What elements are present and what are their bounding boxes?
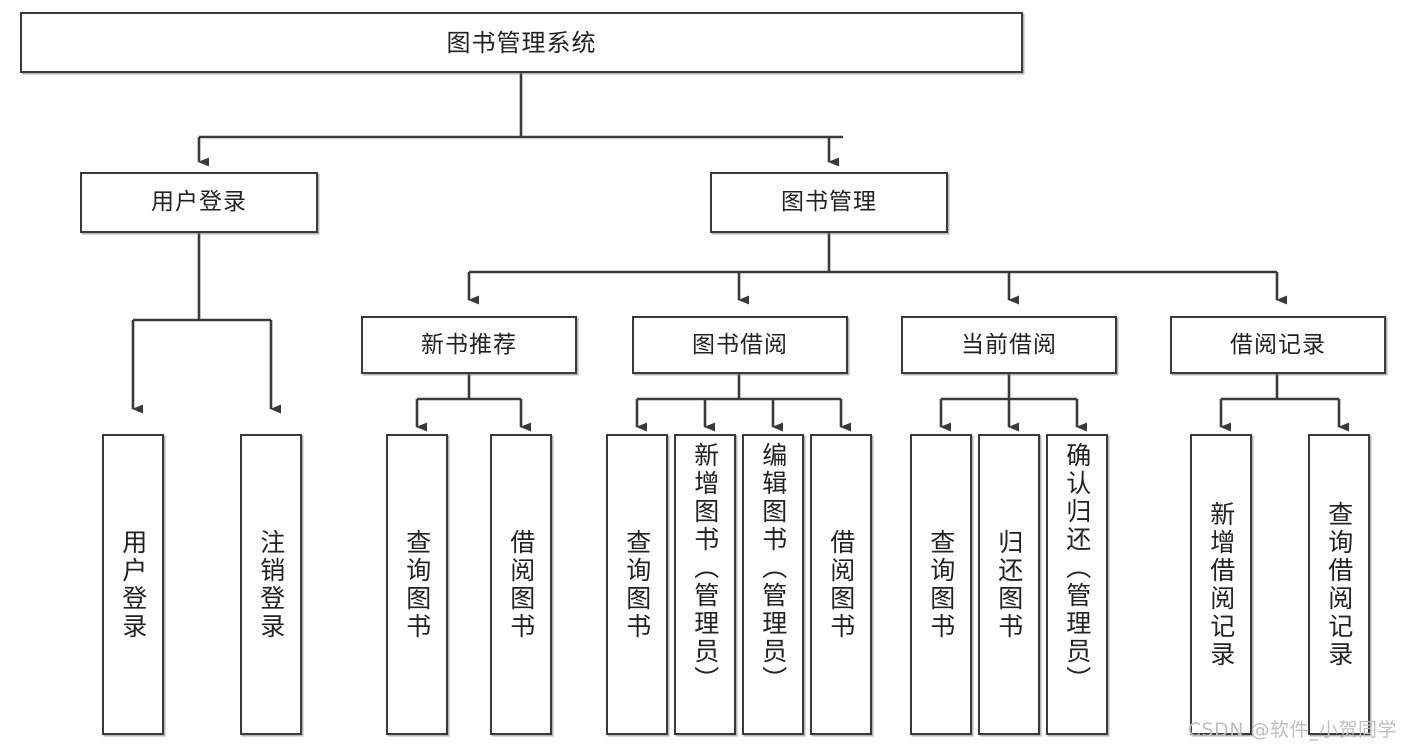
node-book-management[interactable]: 图书管理 [710,172,948,233]
node-book-borrow[interactable]: 图书借阅 [632,316,848,374]
node-root-label: 图书管理系统 [446,28,597,57]
leaf-query-book-newbook[interactable]: 查询图书 [386,434,448,735]
leaf-edit-book-admin[interactable]: 编辑图书（管理员） [742,434,804,735]
leaf-borrow-book-newbook[interactable]: 借阅图书 [490,434,552,735]
leaf-user-login[interactable]: 用户登录 [102,434,164,735]
node-book-borrow-label: 图书借阅 [692,331,788,358]
leaf-add-book-admin[interactable]: 新增图书（管理员） [674,434,736,735]
leaf-logout-label: 注销登录 [256,528,286,641]
leaf-add-borrow-record-label: 新增借阅记录 [1206,500,1236,669]
node-new-book-recommend-label: 新书推荐 [421,331,517,358]
leaf-add-borrow-record[interactable]: 新增借阅记录 [1190,434,1252,735]
node-current-borrow-label: 当前借阅 [961,331,1057,358]
leaf-return-book-label: 归还图书 [994,528,1024,641]
leaf-user-login-label: 用户登录 [118,528,148,641]
leaf-query-book-newbook-label: 查询图书 [402,528,432,641]
leaf-query-book-current[interactable]: 查询图书 [910,434,972,735]
leaf-borrow-book-newbook-label: 借阅图书 [506,528,536,641]
leaf-query-book-current-label: 查询图书 [926,528,956,641]
leaf-return-book[interactable]: 归还图书 [978,434,1040,735]
leaf-query-book-borrow-label: 查询图书 [622,528,652,641]
node-borrow-records-label: 借阅记录 [1230,331,1326,358]
leaf-borrow-book-borrow-label: 借阅图书 [826,528,856,641]
leaf-query-borrow-record-label: 查询借阅记录 [1324,500,1354,669]
leaf-query-borrow-record[interactable]: 查询借阅记录 [1308,434,1370,735]
node-new-book-recommend[interactable]: 新书推荐 [361,316,577,374]
leaf-confirm-return-admin[interactable]: 确认归还（管理员） [1046,434,1108,735]
leaf-add-book-admin-label: 新增图书（管理员） [690,442,720,694]
node-user-login[interactable]: 用户登录 [80,172,318,233]
node-current-borrow[interactable]: 当前借阅 [901,316,1117,374]
leaf-logout[interactable]: 注销登录 [240,434,302,735]
node-root[interactable]: 图书管理系统 [20,12,1023,73]
node-borrow-records[interactable]: 借阅记录 [1170,316,1386,374]
node-book-management-label: 图书管理 [781,189,877,216]
leaf-query-book-borrow[interactable]: 查询图书 [606,434,668,735]
csdn-watermark: CSDN @软件_小贺同学 [1187,719,1397,741]
leaf-confirm-return-admin-label: 确认归还（管理员） [1062,442,1092,694]
node-user-login-label: 用户登录 [151,189,247,216]
leaf-edit-book-admin-label: 编辑图书（管理员） [758,442,788,694]
leaf-borrow-book-borrow[interactable]: 借阅图书 [810,434,872,735]
